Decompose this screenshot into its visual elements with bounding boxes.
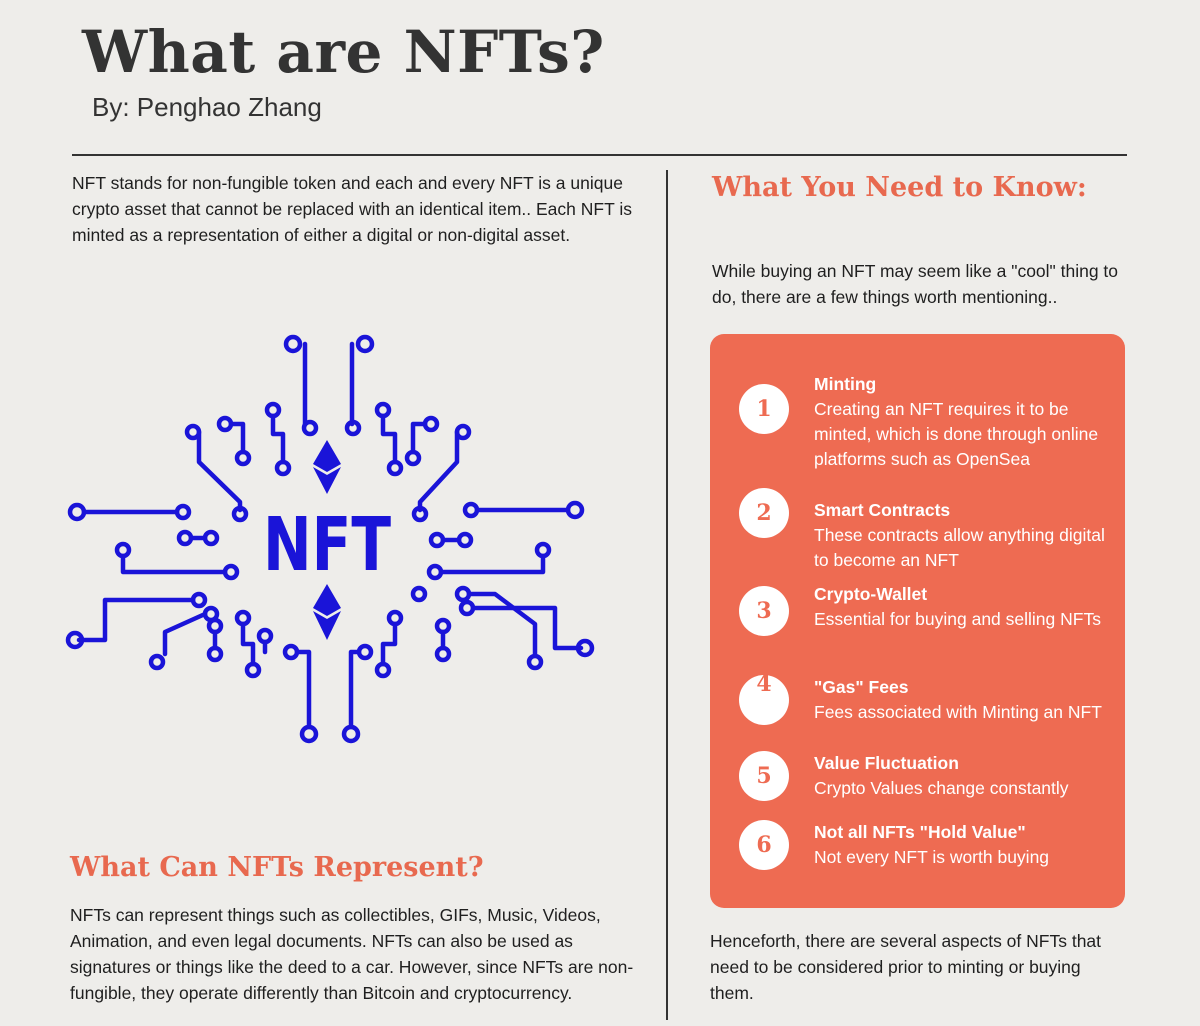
author-byline: By: Penghao Zhang [92, 92, 322, 122]
number-badge: 6 [739, 820, 789, 870]
list-item-text: Minting Creating an NFT requires it to b… [814, 372, 1114, 472]
represent-heading: What Can NFTs Represent? [70, 852, 484, 883]
item-description: These contracts allow anything digital t… [814, 525, 1105, 570]
need-to-know-heading: What You Need to Know: [712, 172, 1087, 203]
intro-paragraph: NFT stands for non-fungible token and ea… [72, 173, 632, 245]
number-badge: 1 [739, 384, 789, 434]
facts-card: 1 Minting Creating an NFT requires it to… [710, 334, 1125, 908]
item-title: "Gas" Fees [814, 677, 909, 697]
number-badge: 2 [739, 488, 789, 538]
represent-paragraph: NFTs can represent things such as collec… [70, 905, 634, 1003]
item-description: Essential for buying and selling NFTs [814, 609, 1101, 629]
list-item-text: Value Fluctuation Crypto Values change c… [814, 751, 1114, 801]
item-description: Crypto Values change constantly [814, 778, 1069, 798]
number-badge: 4 [739, 673, 789, 725]
item-description: Not every NFT is worth buying [814, 847, 1050, 867]
closing-paragraph: Henceforth, there are several aspects of… [710, 931, 1102, 1003]
list-item-text: Crypto-Wallet Essential for buying and s… [814, 582, 1114, 632]
item-description: Fees associated with Minting an NFT [814, 702, 1102, 722]
header-divider [72, 154, 1127, 156]
column-divider [666, 170, 668, 1020]
item-title: Smart Contracts [814, 500, 951, 520]
list-item-text: "Gas" Fees Fees associated with Minting … [814, 675, 1114, 725]
page-title: What are NFTs? [82, 18, 605, 86]
lead-paragraph: While buying an NFT may seem like a "coo… [712, 261, 1119, 307]
list-item-text: Smart Contracts These contracts allow an… [814, 498, 1114, 573]
list-item-text: Not all NFTs "Hold Value" Not every NFT … [814, 820, 1114, 870]
item-title: Crypto-Wallet [814, 584, 928, 604]
item-title: Not all NFTs "Hold Value" [814, 822, 1026, 842]
number-badge: 3 [739, 586, 789, 636]
item-description: Creating an NFT requires it to be minted… [814, 399, 1099, 469]
number-badge: 5 [739, 751, 789, 801]
item-title: Minting [814, 374, 877, 394]
nft-graphic-label: NFT [263, 502, 391, 588]
nft-circuit-icon: NFT [65, 334, 595, 744]
item-title: Value Fluctuation [814, 753, 959, 773]
